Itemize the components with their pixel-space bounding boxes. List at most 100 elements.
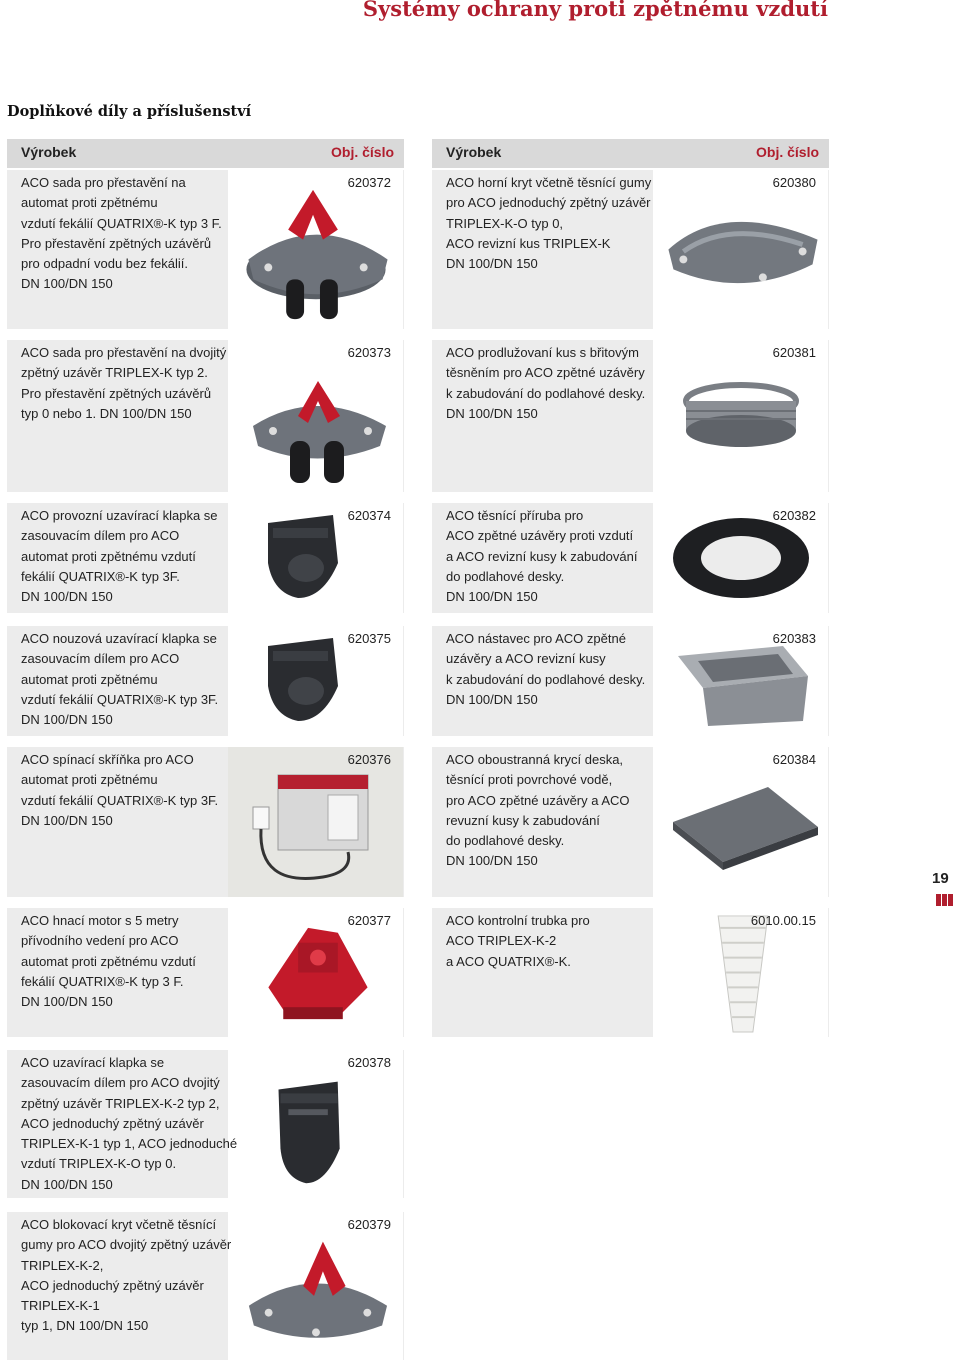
description-line: ACO kontrolní trubka pro (446, 913, 590, 928)
description-line: ACO TRIPLEX-K-2 (446, 933, 557, 949)
switch-box-image (228, 747, 403, 897)
row-separator (7, 1210, 404, 1212)
description-line: vzdutí fekálií QUATRIX®-K typ 3F. (21, 792, 219, 808)
description-line: ACO blokovací kryt včetně těsnící (21, 1217, 217, 1232)
description-line: uzávěry a ACO revizní kusy (446, 651, 606, 667)
sealing-flange-image (653, 503, 828, 613)
description-line: fekálií QUATRIX®-K typ 3 F. (21, 973, 184, 989)
left-order-number: 620377 (347, 913, 391, 928)
description-line: ACO nástavec pro ACO zpětné (446, 631, 626, 646)
row-separator (432, 338, 829, 340)
description-line: automat proti zpětnému vzdutí (21, 548, 196, 564)
top-cover-image (653, 170, 828, 329)
left-table-header (7, 139, 404, 168)
description-line: DN 100/DN 150 (446, 405, 538, 421)
description-line: zasouvacím dílem pro ACO dvojitý (21, 1075, 220, 1091)
description-line: DN 100/DN 150 (446, 256, 538, 272)
cover-plate-image (653, 747, 828, 897)
page-title: Systémy ochrany proti zpětnému vzdutí (362, 0, 828, 21)
description-line: TRIPLEX-K-1 (21, 1298, 100, 1314)
description-line: ACO hnací motor s 5 metry (21, 913, 179, 928)
row-separator (7, 745, 404, 747)
page-number: 19 (932, 870, 949, 887)
left-header-order-no: Obj. číslo (331, 144, 395, 160)
description-line: DN 100/DN 150 (21, 1176, 113, 1192)
row-separator (7, 624, 404, 626)
drive-motor-image (228, 908, 403, 1037)
description-line: ACO nouzová uzavírací klapka se (21, 631, 217, 646)
description-line: DN 100/DN 150 (446, 853, 538, 869)
row-separator (432, 906, 829, 908)
description-line: zasouvacím dílem pro ACO (21, 528, 180, 544)
description-line: přívodního vedení pro ACO (21, 933, 179, 949)
left-order-number: 620378 (347, 1055, 391, 1070)
right-order-number: 620384 (772, 752, 816, 767)
description-line: DN 100/DN 150 (21, 994, 113, 1010)
description-line: ACO sada pro přestavění na (21, 175, 186, 190)
description-line: a ACO revizní kusy k zabudování (446, 548, 638, 564)
description-line: TRIPLEX-K-2, (21, 1257, 104, 1273)
description-line: ACO prodlužovaní kus s břitovým (446, 345, 639, 360)
description-line: automat proti zpětnému vzdutí (21, 953, 196, 969)
description-line: DN 100/DN 150 (21, 812, 113, 828)
row-separator (432, 745, 829, 747)
description-line: automat proti zpětnému (21, 195, 158, 211)
description-line: ACO revizní kus TRIPLEX-K (446, 235, 611, 251)
description-line: pro ACO zpětné uzávěry a ACO (446, 792, 630, 808)
description-line: a ACO QUATRIX®-K. (446, 953, 571, 969)
description-line: do podlahové desky. (446, 833, 565, 849)
description-line: pro ACO jednoduchý zpětný uzávěr (446, 195, 651, 211)
conversion-kit-triplex-image (228, 340, 403, 492)
conversion-kit-quatrix-image (228, 170, 403, 329)
row-separator (7, 338, 404, 340)
row-separator (7, 168, 404, 170)
description-line: DN 100/DN 150 (21, 712, 113, 728)
left-product-description: ACO sada pro přestavění na automat proti … (21, 173, 231, 295)
left-order-number: 620372 (347, 175, 391, 190)
description-line: ACO provozní uzavírací klapka se (21, 508, 218, 523)
section-title: Doplňkové díly a příslušenství (7, 103, 252, 120)
description-line: DN 100/DN 150 (446, 589, 538, 605)
row-separator (7, 501, 404, 503)
description-line: typ 0 nebo 1. DN 100/DN 150 (21, 405, 192, 421)
right-header-product: Výrobek (446, 144, 502, 160)
left-order-number: 620376 (347, 752, 391, 767)
description-line: Pro přestavění zpětných uzávěrů (21, 385, 212, 401)
row-separator (432, 168, 829, 170)
description-line: revuzní kusy k zabudování (446, 812, 600, 828)
description-line: ACO oboustranná krycí deska, (446, 752, 624, 767)
left-product-description: ACO uzavírací klapka se zasouvacím dílem … (21, 1053, 237, 1195)
right-order-number: 620381 (772, 345, 816, 360)
emergency-flap-image (228, 626, 403, 736)
blocking-cover-image (228, 1212, 403, 1360)
description-line: automat proti zpětnému (21, 671, 158, 687)
description-line: typ 1, DN 100/DN 150 (21, 1318, 149, 1334)
left-product-description: ACO hnací motor s 5 metry přívodního vede… (21, 911, 231, 1012)
description-line: DN 100/DN 150 (21, 276, 113, 292)
description-line: zpětný uzávěr TRIPLEX-K-2 typ 2, (21, 1095, 220, 1111)
control-tube-image (653, 908, 828, 1037)
description-line: vzdutí fekálií QUATRIX®-K typ 3 F. (21, 215, 222, 231)
right-product-description: ACO oboustranná krycí deska, těsnící prot… (446, 750, 656, 872)
right-header-order-no: Obj. číslo (756, 144, 820, 160)
description-line: pro odpadní vodu bez fekálií. (21, 256, 188, 272)
description-line: těsnící proti povrchové vodě, (446, 772, 613, 788)
description-line: DN 100/DN 150 (446, 691, 538, 707)
left-order-number: 620379 (347, 1217, 391, 1232)
description-line: TRIPLEX-K-O typ 0, (446, 215, 564, 231)
extension-piece-image (653, 340, 828, 492)
description-line: ACO spínací skříňka pro ACO (21, 752, 194, 767)
description-line: ACO uzavírací klapka se (21, 1055, 165, 1070)
description-line: k zabudování do podlahové desky. (446, 671, 646, 687)
description-line: ACO jednoduchý zpětný uzávěr (21, 1277, 204, 1293)
left-header-product: Výrobek (21, 144, 77, 160)
description-line: ACO zpětné uzávěry proti vzdutí (446, 528, 634, 544)
right-order-number: 620382 (772, 508, 816, 523)
